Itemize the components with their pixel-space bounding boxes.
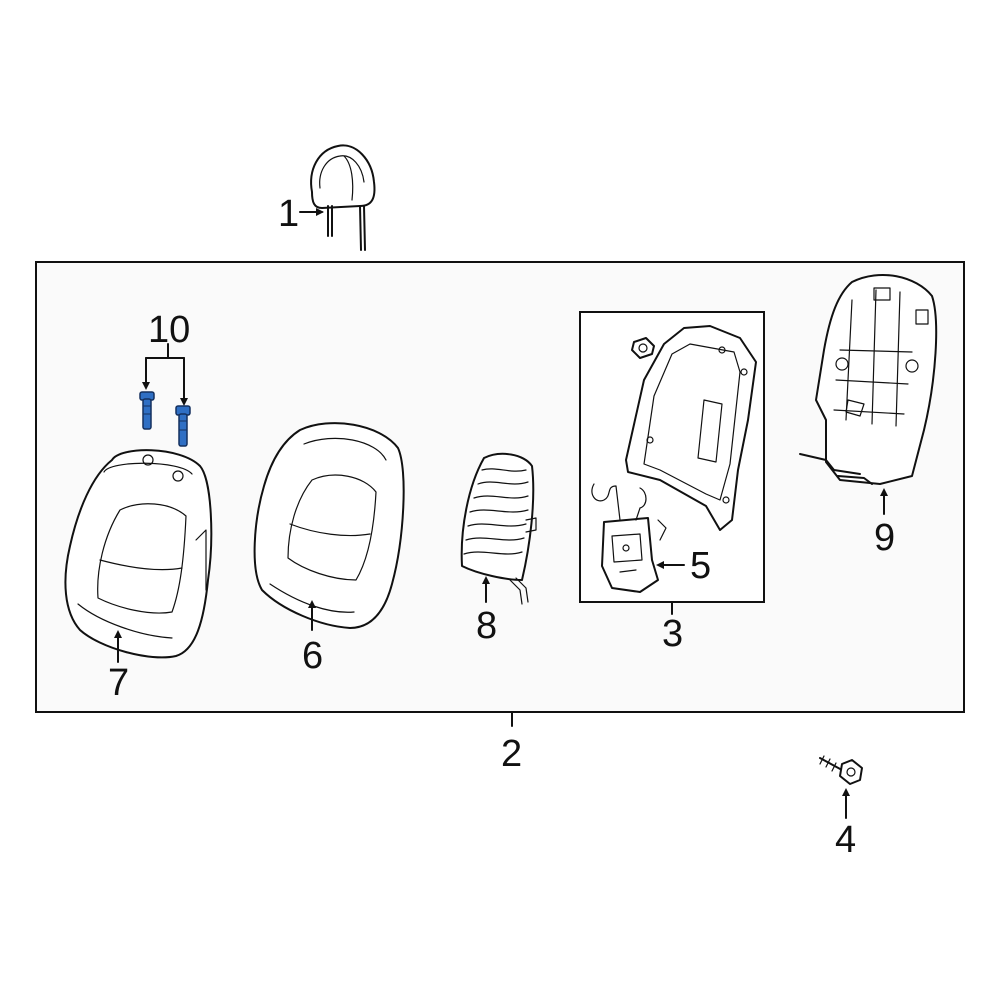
lumbar-bracket-icon[interactable]: [591, 483, 667, 593]
callout-5-leader: [656, 561, 685, 569]
callout-8-leader: [482, 576, 490, 603]
callout-6: 6: [302, 635, 323, 677]
callout-6-leader: [308, 600, 316, 631]
callout-3: 3: [662, 613, 683, 655]
callout-8: 8: [476, 605, 497, 647]
headrest-icon[interactable]: [310, 144, 376, 251]
callout-10: 10: [148, 309, 190, 351]
callout-9-leader: [880, 488, 888, 515]
seat-back-pad-icon[interactable]: [253, 422, 405, 629]
guide-bolt-icon[interactable]: [175, 405, 191, 447]
callout-2: 2: [501, 733, 522, 775]
callout-4-leader: [842, 788, 850, 819]
callout-9: 9: [874, 517, 895, 559]
callout-5: 5: [690, 545, 711, 587]
seat-back-frame-icon[interactable]: [625, 325, 757, 531]
callout-10-leader: [142, 343, 188, 406]
seat-back-cover-icon[interactable]: [64, 449, 213, 659]
callout-1-leader: [299, 208, 324, 216]
guide-bolt-icon[interactable]: [139, 391, 155, 430]
seat-back-panel-icon[interactable]: [799, 274, 938, 485]
callout-7-leader: [114, 630, 122, 663]
plastic-nut-icon[interactable]: [631, 337, 655, 359]
lumbar-support-icon[interactable]: [460, 452, 537, 605]
flange-bolt-icon[interactable]: [819, 755, 863, 785]
callout-7: 7: [108, 662, 129, 704]
callout-1: 1: [278, 193, 299, 235]
callout-4: 4: [835, 819, 856, 861]
